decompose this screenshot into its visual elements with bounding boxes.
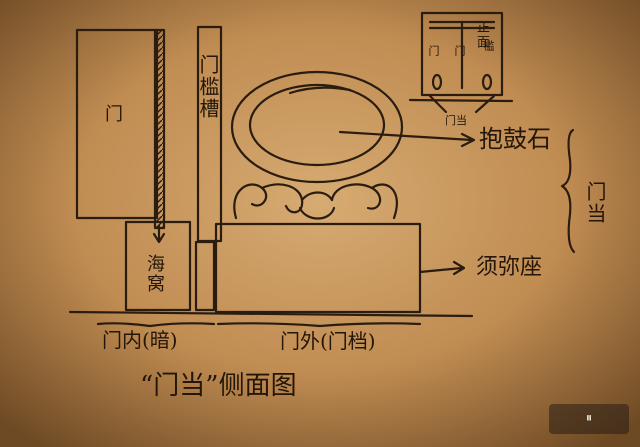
front-view-ground [408, 98, 514, 103]
label-sumeru-base: 须弥座 [476, 255, 543, 280]
seaweed-box [124, 220, 192, 312]
scroll-ornament [233, 183, 398, 220]
mendang-bracket [560, 128, 576, 254]
front-view-drum-right [481, 73, 493, 91]
ground-line [68, 310, 474, 318]
front-view-drum-left [431, 73, 443, 91]
pause-icon: ⏸ [585, 411, 593, 426]
label-front-groove: 槛 [482, 40, 495, 53]
label-drum-stone: 抱鼓石 [479, 125, 551, 153]
drum-arrow [338, 130, 476, 148]
label-door-inner: 门内(暗) [102, 328, 178, 352]
inner-brace [96, 322, 216, 328]
drum-outer-ring [230, 70, 404, 184]
front-view-top [428, 20, 496, 30]
scroll-center [298, 206, 336, 220]
groove-post [194, 240, 216, 312]
pivot-arrow [152, 224, 166, 244]
drum-inner-ring [248, 83, 386, 167]
outer-brace [216, 322, 422, 328]
label-seaweed: 海窝 [144, 254, 165, 294]
sumeru-base-box [214, 222, 422, 314]
label-mendang: 门当 [583, 181, 607, 225]
base-arrow [418, 260, 466, 276]
label-front-door-right: 门 [453, 45, 466, 58]
door-hatched-edge [153, 28, 166, 230]
front-view-vee [428, 94, 496, 114]
label-threshold-groove: 门槛槽 [196, 54, 220, 120]
label-front-mendang: 门当 [445, 114, 467, 127]
image-badge[interactable]: ⏸ [549, 404, 629, 434]
drum-inner-highlight [288, 86, 352, 95]
label-front-door-left: 门 [427, 45, 440, 58]
diagram-title: “门当”侧面图 [140, 371, 297, 401]
label-door-outer: 门外(门档) [280, 329, 376, 353]
label-front-view: 正面 [474, 20, 489, 50]
front-view-frame [420, 11, 504, 97]
label-door: 门 [102, 104, 123, 124]
